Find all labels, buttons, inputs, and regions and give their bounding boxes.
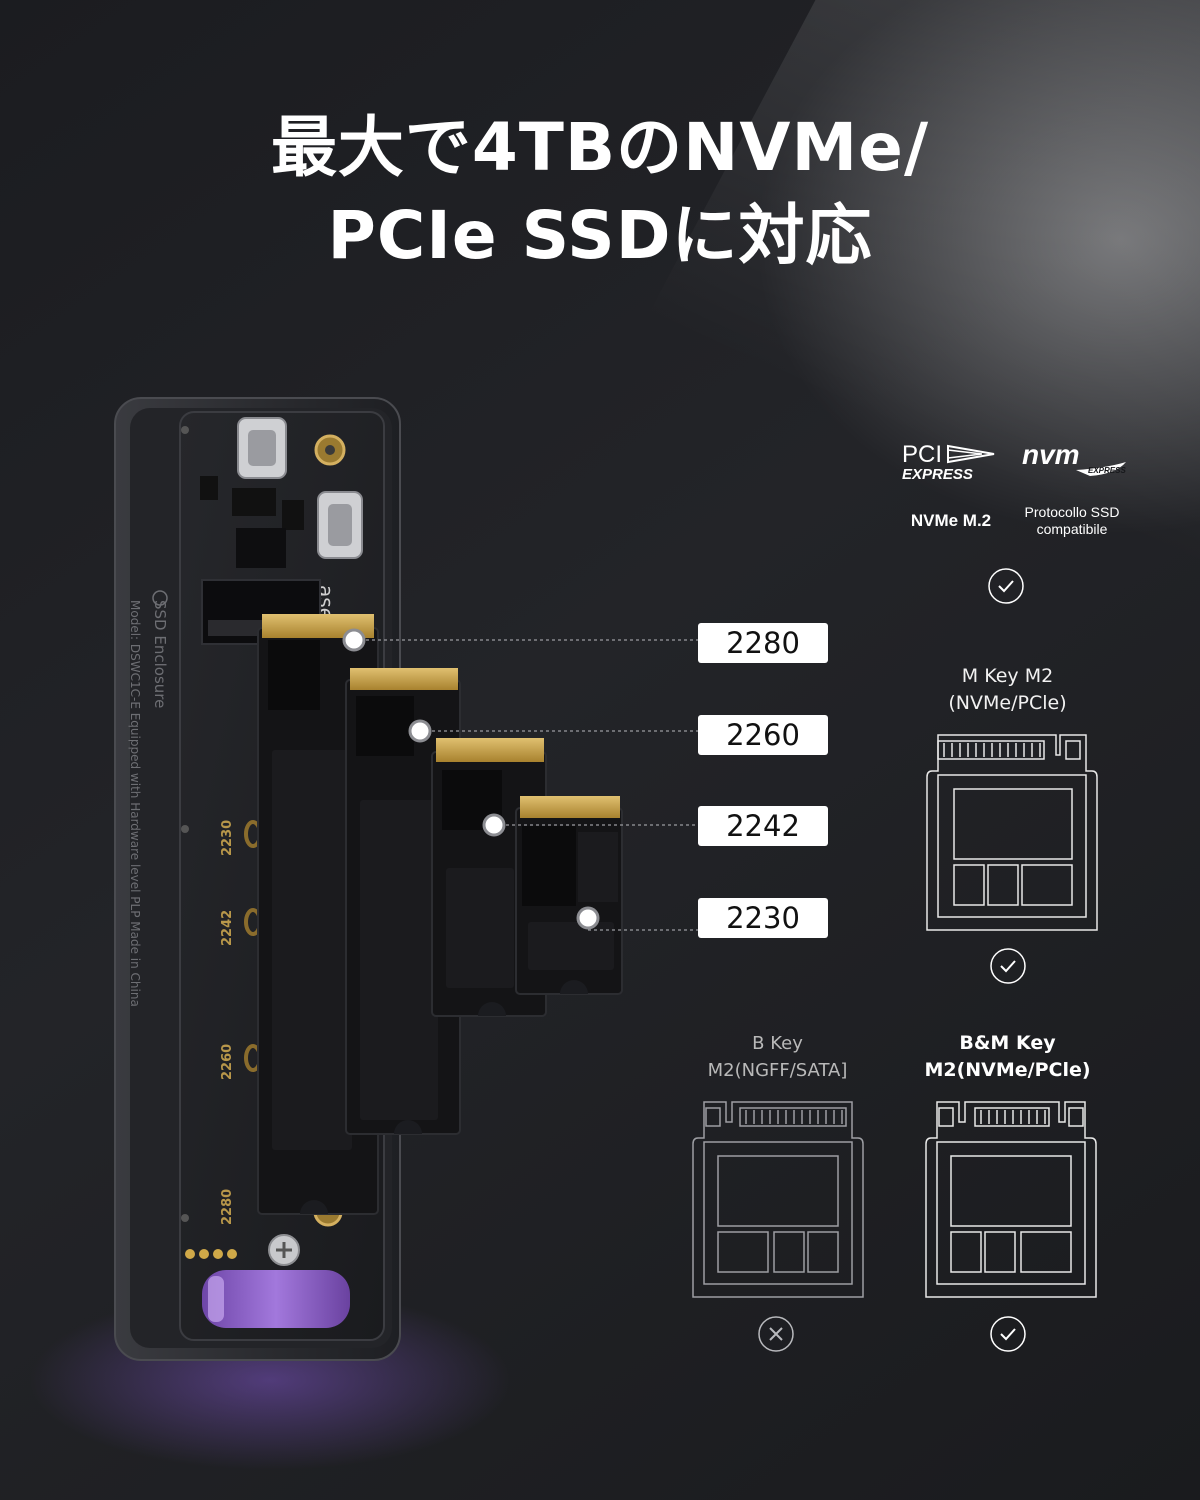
callout-dot-2242 xyxy=(482,813,506,837)
battery xyxy=(202,1270,350,1328)
size-label-2230: 2230 xyxy=(698,898,828,938)
side-text-enclosure: SSD Enclosure xyxy=(151,600,169,708)
m-key-check-icon xyxy=(990,948,1026,984)
side-text-model: Model: DSWC1C-E Equipped with Hardware l… xyxy=(128,600,142,1007)
size-label-2260: 2260 xyxy=(698,715,828,755)
size-label-2242: 2242 xyxy=(698,806,828,846)
m-key-diagram xyxy=(926,734,1098,931)
callout-dot-2230 xyxy=(576,906,600,930)
callout-dot-2280 xyxy=(342,628,366,652)
bm-key-diagram xyxy=(925,1101,1097,1298)
b-key-cross-icon xyxy=(758,1316,794,1352)
b-key-diagram xyxy=(692,1101,864,1298)
headline-line-1: 最大で4TBのNVMe/ xyxy=(270,109,930,186)
m-key-label: M Key M2 (NVMe/PCle) xyxy=(948,665,1067,714)
svg-text:EXPRESS: EXPRESS xyxy=(1088,466,1126,475)
protocol-caption: Protocollo SSD compatibile xyxy=(1024,504,1120,537)
check-icon xyxy=(988,568,1024,604)
size-label-2280: 2280 xyxy=(698,623,828,663)
pci-express-logo: PCI EXPRESS xyxy=(902,441,995,482)
nvme-m2-caption: NVMe M.2 xyxy=(910,511,992,530)
slot-mark-2260: 2260 xyxy=(220,1044,235,1080)
headline-line-2: PCIe SSDに対応 xyxy=(327,197,873,274)
nvm-express-logo: nvm EXPRESS xyxy=(1022,440,1126,476)
bm-key-label: B&M Key M2(NVMe/PCle) xyxy=(924,1032,1091,1081)
callout-dot-2260 xyxy=(408,719,432,743)
ssd-2230 xyxy=(515,796,623,995)
svg-text:PCI: PCI xyxy=(902,441,942,468)
fcc-mark xyxy=(152,590,168,606)
slot-mark-2280: 2280 xyxy=(220,1189,235,1225)
slot-mark-2242: 2242 xyxy=(220,910,235,946)
svg-text:EXPRESS: EXPRESS xyxy=(902,466,973,482)
b-key-label: B Key M2(NGFF/SATA] xyxy=(707,1033,848,1081)
slot-mark-2230: 2230 xyxy=(220,820,235,856)
bm-key-check-icon xyxy=(990,1316,1026,1352)
svg-text:nvm: nvm xyxy=(1022,440,1080,470)
